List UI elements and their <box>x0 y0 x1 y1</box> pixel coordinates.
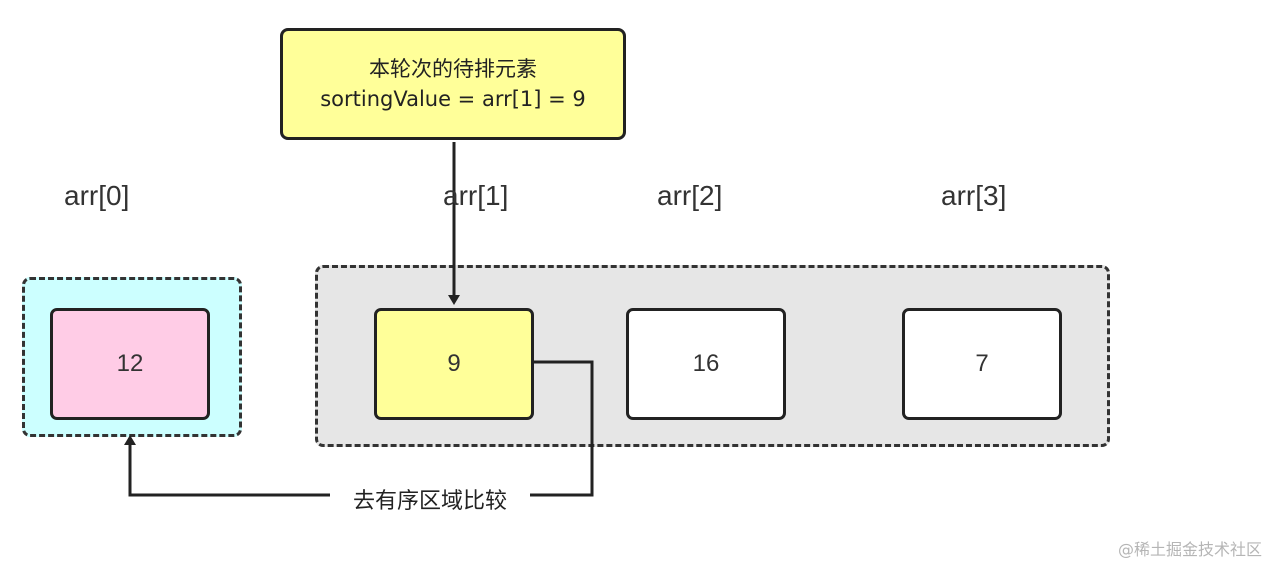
array-cell-3: 7 <box>902 308 1062 420</box>
callout-title: 本轮次的待排元素 <box>369 57 537 81</box>
callout-expression: sortingValue = arr[1] = 9 <box>320 87 586 111</box>
index-label-3: arr[3] <box>941 180 1007 211</box>
sorting-value-callout: 本轮次的待排元素 sortingValue = arr[1] = 9 <box>280 28 626 140</box>
index-label-0: arr[0] <box>64 180 130 211</box>
index-label-1: arr[1] <box>443 180 509 211</box>
array-cell-1: 9 <box>374 308 534 420</box>
array-cell-0: 12 <box>50 308 210 420</box>
index-label-2: arr[2] <box>657 180 723 211</box>
compare-label: 去有序区域比较 <box>330 482 530 516</box>
compare-arrow <box>124 360 594 497</box>
watermark: @稀土掘金技术社区 <box>1117 540 1262 559</box>
array-cell-2: 16 <box>626 308 786 420</box>
